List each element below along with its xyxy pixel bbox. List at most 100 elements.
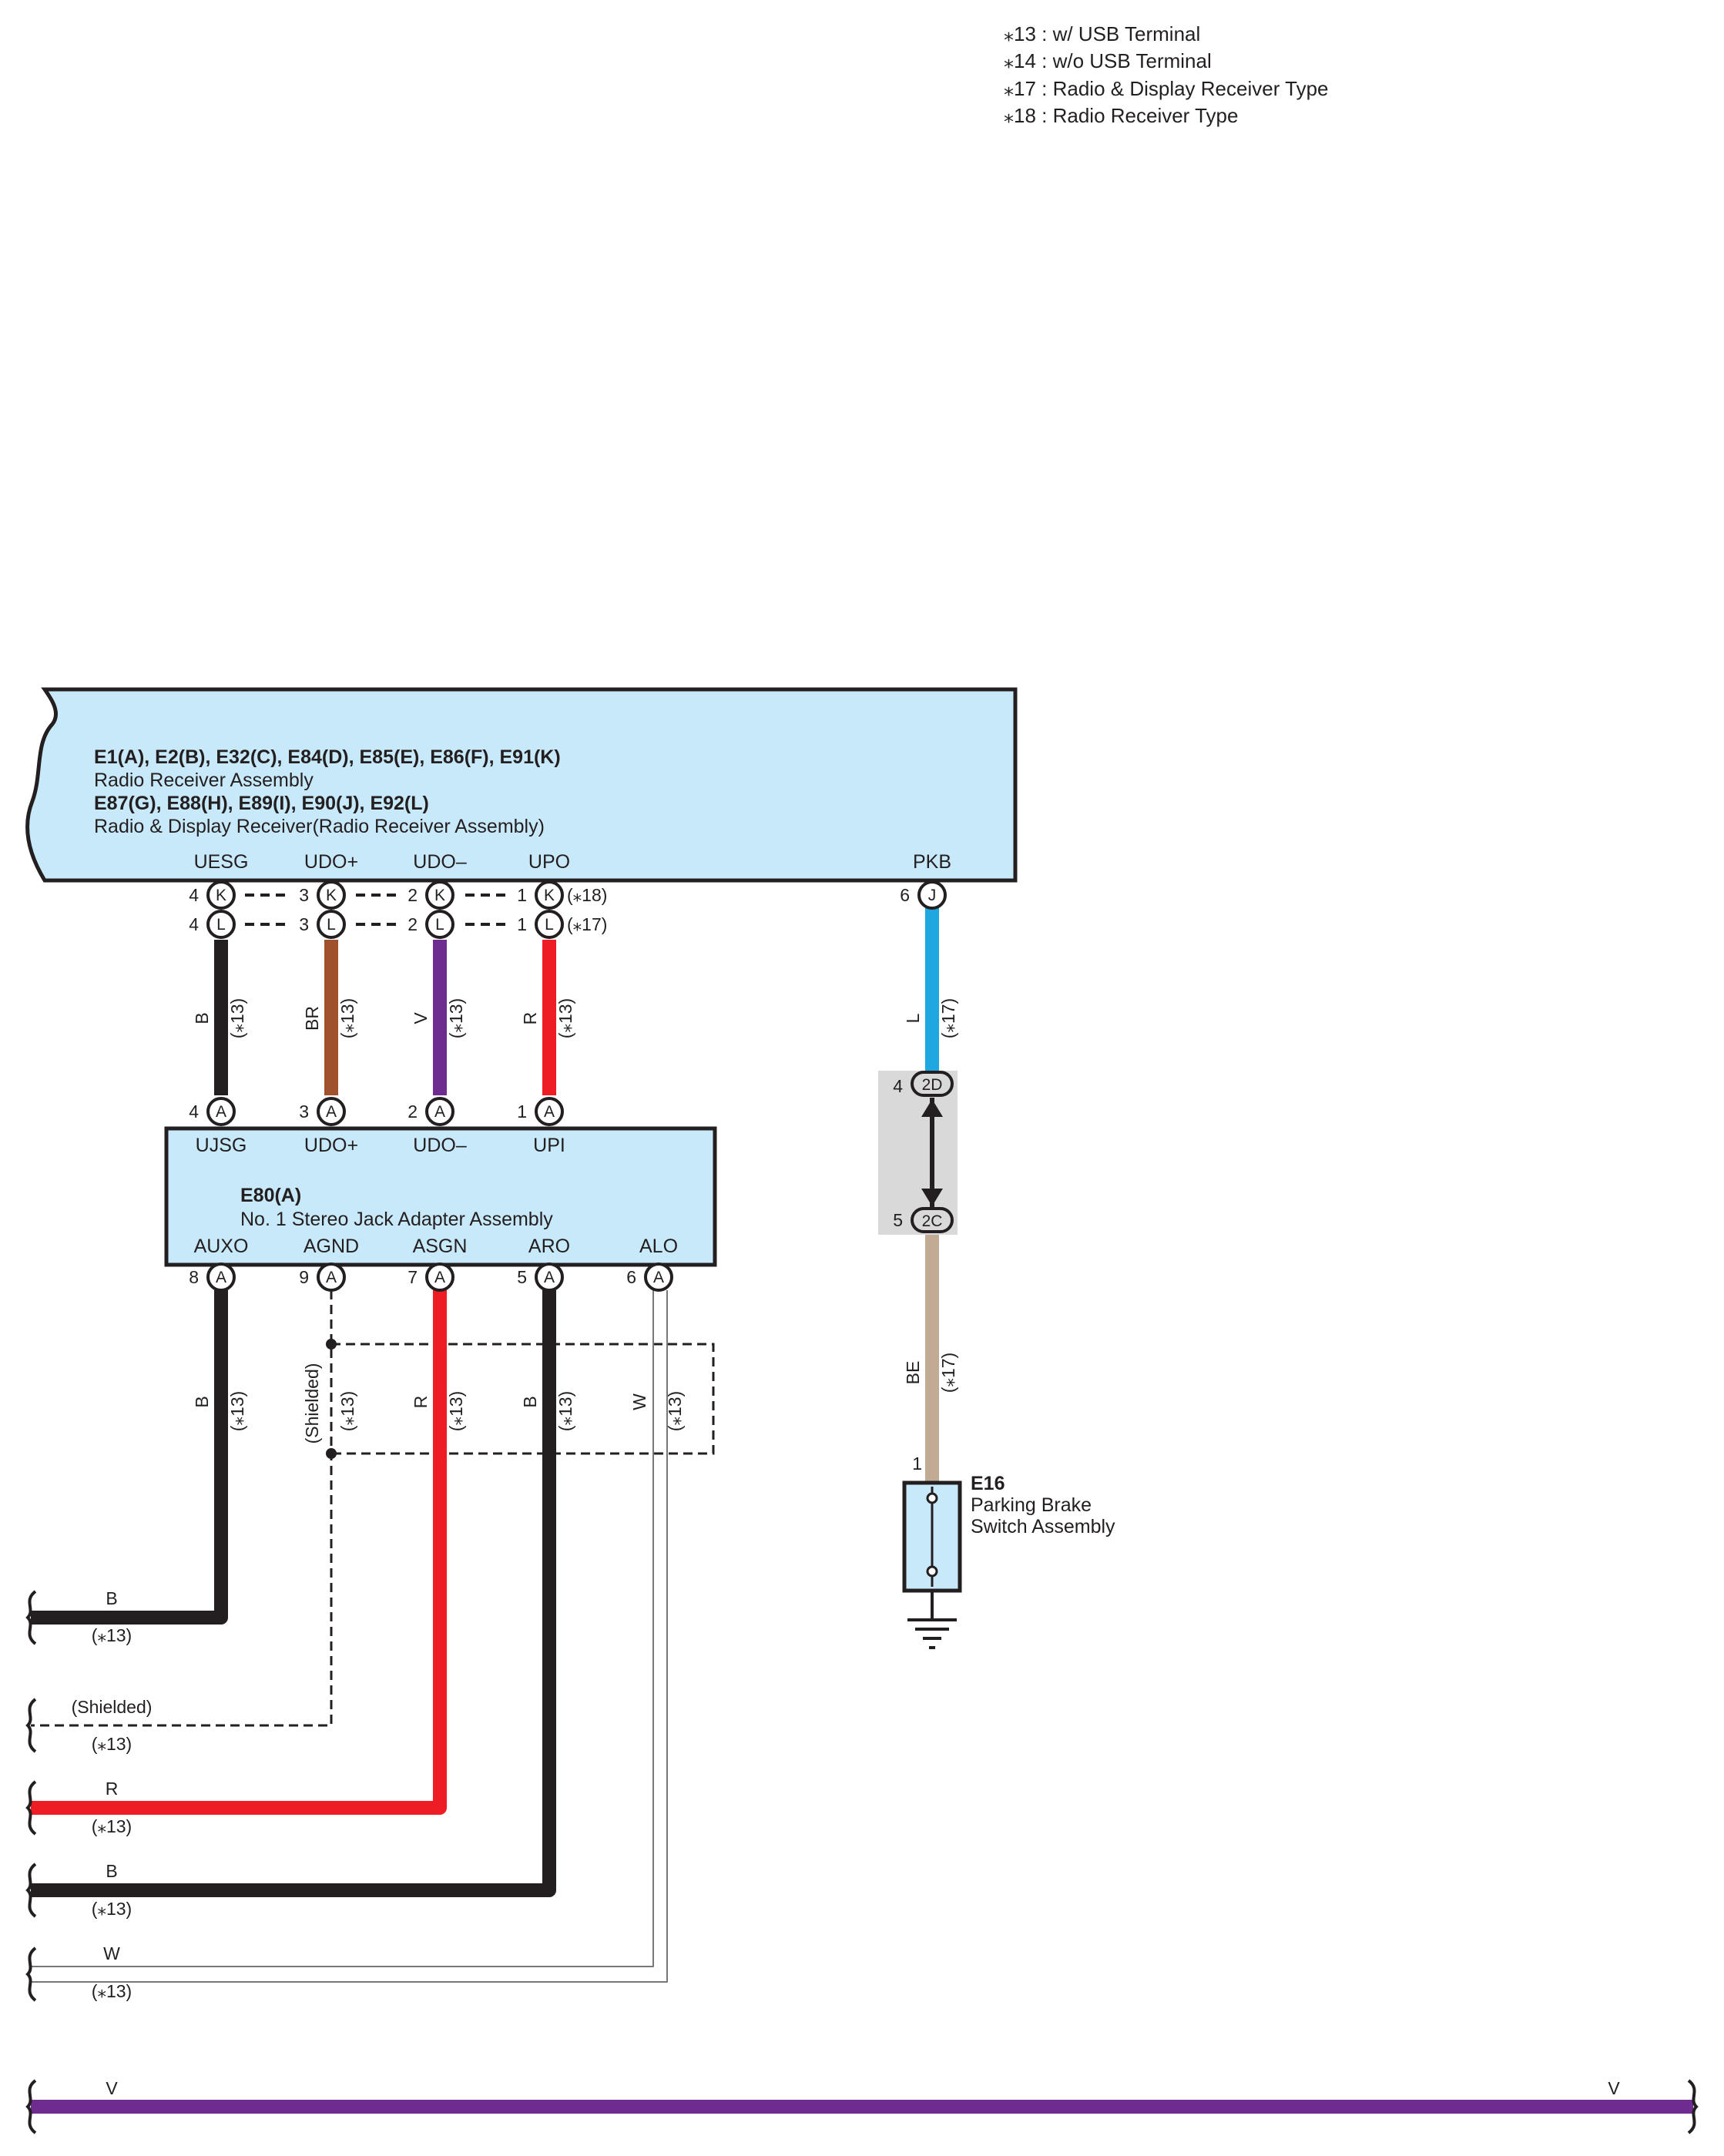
terminal-circle: [206, 1097, 236, 1126]
terminal-number: 1: [912, 1454, 922, 1474]
terminal-circle: [206, 1262, 236, 1292]
legend-note-17: ⁎17 : Radio & Display Receiver Type: [1004, 77, 1329, 100]
wire-note: (⁎13): [446, 998, 466, 1038]
exit-labels: B (⁎13) (Shielded) (⁎13) R (⁎13) B (⁎13)…: [72, 1588, 153, 2001]
terminal-circle: [317, 1262, 346, 1292]
wire-note: (⁎13): [227, 1391, 247, 1431]
stereo-jack-adapter: UJSG UDO+ UDO– UPI E80(A) No. 1 Stereo J…: [164, 1126, 717, 1267]
continuation-brackets: [25, 1590, 37, 2002]
terminal-number: 1: [517, 914, 527, 934]
jack-pin-upi: UPI: [533, 1135, 565, 1156]
connector-letter: A: [326, 1269, 337, 1286]
jack-pin-alo: ALO: [639, 1236, 678, 1257]
terminal-number: 3: [299, 885, 309, 905]
terminal-number: 7: [408, 1267, 418, 1287]
terminal-number: 5: [893, 1210, 903, 1230]
connector-letter: L: [216, 916, 226, 934]
terminal-number: 1: [517, 885, 527, 905]
terminal-number: 5: [517, 1267, 527, 1287]
pin-note-18: (⁎18): [567, 885, 607, 905]
jack-pin-ujsg: UJSG: [196, 1135, 247, 1156]
terminal-number: 6: [900, 885, 910, 905]
radio-connectors: 4 K 4 L 3 K 3 L 2 K 2 L 1 K 1: [189, 880, 607, 939]
terminal-number: 3: [299, 914, 309, 934]
connector-letter: L: [545, 916, 554, 934]
terminal-number: 9: [299, 1267, 309, 1287]
wire-note: (⁎13): [337, 998, 357, 1038]
connector-letter: L: [435, 916, 444, 934]
wire-note: (⁎13): [555, 1391, 575, 1431]
terminal-number: 4: [189, 885, 199, 905]
terminal-circle-pkb: [917, 880, 947, 910]
legend: ⁎13 : w/ USB Terminal ⁎14 : w/o USB Term…: [1004, 22, 1329, 127]
radio-subtitle-1: Radio Receiver Assembly: [94, 770, 314, 791]
terminal-number: 1: [517, 1101, 527, 1122]
radio-title-2: E87(G), E88(H), E89(I), E90(J), E92(L): [94, 793, 429, 814]
wire-label: BE: [903, 1361, 923, 1385]
wire-note: (⁎13): [227, 998, 247, 1038]
parking-id: E16: [971, 1473, 1005, 1494]
bus-label-left: V: [106, 2078, 118, 2098]
jack-top-connectors: 4 A 3 A 2 A 1 A: [189, 1097, 564, 1126]
exit-note: (⁎13): [92, 1899, 132, 1919]
shield-drain-dot: [326, 1339, 337, 1350]
wire-label: R: [411, 1396, 431, 1409]
terminal-number: 6: [626, 1267, 636, 1287]
bracket-icon: [25, 1590, 37, 1645]
wire-shielded-agnd: [31, 1290, 333, 1727]
jack-pin-udo-minus: UDO–: [413, 1135, 467, 1156]
junction-terminal-2c: [911, 1207, 954, 1233]
legend-note-13: ⁎13 : w/ USB Terminal: [1004, 22, 1200, 45]
wire-label: BR: [302, 1006, 322, 1031]
jack-bottom-connectors: 8 A 9 A 7 A 5 A 6 A: [189, 1262, 673, 1292]
connector-letter: A: [216, 1103, 226, 1121]
bottom-bus: V V: [25, 2078, 1699, 2134]
bus-label-right: V: [1608, 2078, 1620, 2098]
terminal-circle: [206, 910, 236, 939]
connector-letter: K: [326, 887, 337, 904]
pin-label-uesg: UESG: [194, 851, 249, 873]
terminal-circle: [425, 910, 454, 939]
jack-subtitle: No. 1 Stereo Jack Adapter Assembly: [240, 1209, 553, 1230]
radio-subtitle-2: Radio & Display Receiver(Radio Receiver …: [94, 816, 545, 837]
exit-note: (⁎13): [92, 1981, 132, 2001]
terminal-number: 4: [893, 1076, 903, 1096]
radio-receiver-assembly: E1(A), E2(B), E32(C), E84(D), E85(E), E8…: [25, 687, 1018, 883]
terminal-uesg: 4 K 4 L: [189, 880, 236, 939]
pin-label-upo: UPO: [528, 851, 570, 873]
connector-letter: J: [928, 887, 937, 904]
terminal-udo-minus: 2 K 2 L: [408, 880, 454, 939]
arrow-up-icon: [921, 1099, 943, 1117]
terminal-circle: [644, 1262, 673, 1292]
jack-pin-udo-plus: UDO+: [304, 1135, 358, 1156]
pin-label-pkb: PKB: [913, 851, 951, 873]
terminal-circle: [535, 880, 564, 910]
shield-drain-dot: [326, 1448, 337, 1459]
legend-note-18: ⁎18 : Radio Receiver Type: [1004, 104, 1238, 127]
wire-note: (⁎13): [446, 1391, 466, 1431]
lower-wires: [31, 1290, 668, 1983]
exit-label: B: [106, 1588, 117, 1608]
wire-note: (⁎13): [555, 998, 575, 1038]
radio-receiver-box: [25, 687, 1018, 883]
connector-letter: A: [544, 1269, 555, 1286]
connector-letter: L: [327, 916, 336, 934]
jack-pin-agnd: AGND: [304, 1236, 359, 1257]
wire-label: R: [520, 1012, 540, 1025]
legend-note-14: ⁎14 : w/o USB Terminal: [1004, 49, 1212, 72]
lower-wire-labels: B (⁎13) (Shielded) (⁎13) R (⁎13) B (⁎13)…: [192, 1363, 685, 1444]
terminal-circle: [425, 1097, 454, 1126]
bracket-icon: [25, 1698, 37, 1753]
wire-b-auxo: [31, 1290, 228, 1625]
pkb-circuit: L (⁎17) 6 J 4 2D 5 2C BE (⁎17) 1 E16 Par…: [878, 880, 1115, 1649]
wire-note: (⁎17): [938, 1353, 958, 1393]
connector-letter: A: [434, 1103, 445, 1121]
connector-links: [245, 894, 508, 926]
switch-contact-icon: [926, 1492, 938, 1504]
terminal-number: 2: [408, 885, 418, 905]
exit-label: B: [106, 1861, 117, 1881]
terminal-number: 2: [408, 1101, 418, 1122]
terminal-circle: [425, 880, 454, 910]
wire-b-aro: [31, 1290, 556, 1897]
terminal-circle: [425, 1262, 454, 1292]
